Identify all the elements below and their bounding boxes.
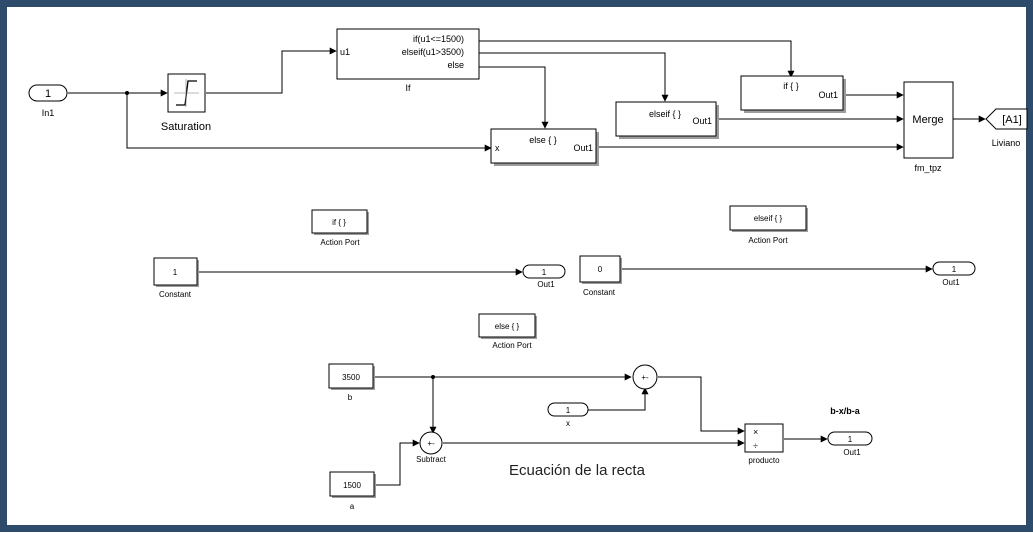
subtract-name: Subtract bbox=[416, 455, 447, 464]
if-action-out-label: Out1 bbox=[818, 90, 838, 100]
else-action-out-label: Out1 bbox=[573, 143, 593, 153]
wire-if-to-if-action bbox=[479, 40, 795, 78]
elseif-constant-name: Constant bbox=[583, 288, 616, 297]
wire-saturation-if bbox=[206, 47, 337, 94]
if-constant-name: Constant bbox=[159, 290, 192, 299]
else-action-port-block[interactable]: else { } Action Port bbox=[478, 313, 537, 350]
if-action-subsystem[interactable]: if { } Out1 bbox=[740, 75, 846, 113]
if-block[interactable]: u1 if(u1<=1500) elseif(u1>3500) else If bbox=[336, 28, 480, 93]
in-x-number: 1 bbox=[566, 406, 571, 415]
if-out1-port[interactable]: 1 Out1 bbox=[522, 264, 566, 289]
elseif-action-port-label: elseif { } bbox=[649, 109, 681, 119]
product-name: producto bbox=[748, 456, 780, 465]
wire-else-to-else-action bbox=[479, 66, 549, 129]
sum-top-block[interactable]: +- bbox=[632, 364, 658, 390]
saturation-axes-icon bbox=[174, 79, 199, 107]
elseif-constant-block[interactable]: 0 Constant bbox=[579, 255, 622, 297]
elseif-action-port-text: elseif { } bbox=[754, 214, 783, 223]
const-a-block[interactable]: 1500 a bbox=[329, 471, 376, 511]
sum-top-signs: +- bbox=[641, 373, 649, 382]
goto-tag-label: [A1] bbox=[1002, 114, 1022, 126]
simulink-canvas: 1 In1 Saturation u1 if(u1<=1500) elseif(… bbox=[28, 28, 1028, 511]
equation-caption: Ecuación de la recta bbox=[509, 462, 646, 479]
elseif-action-port-block[interactable]: elseif { } Action Port bbox=[729, 205, 808, 245]
elseif-constant-value: 0 bbox=[598, 265, 603, 274]
saturation-block[interactable]: Saturation bbox=[161, 73, 211, 133]
in1-port-name: In1 bbox=[42, 108, 55, 118]
const-b-name: b bbox=[348, 393, 353, 402]
if-out1-name: Out1 bbox=[537, 280, 555, 289]
elseif-out1-number: 1 bbox=[952, 265, 957, 274]
goto-tag-name: Liviano bbox=[992, 138, 1021, 148]
const-a-value: 1500 bbox=[343, 481, 361, 490]
else-out1-port[interactable]: 1 Out1 bbox=[827, 431, 873, 457]
elseif-out1-port[interactable]: 1 Out1 bbox=[932, 261, 976, 287]
if-constant-value: 1 bbox=[173, 268, 178, 277]
if-block-cond3: else bbox=[447, 60, 464, 70]
merge-name: fm_tpz bbox=[914, 163, 942, 173]
top-wires bbox=[68, 40, 986, 152]
if-action-port-block[interactable]: if { } Action Port bbox=[311, 209, 369, 247]
else-action-subsystem[interactable]: x else { } Out1 bbox=[490, 128, 599, 166]
in-x-name: x bbox=[566, 419, 570, 428]
subtract-signs: +- bbox=[427, 439, 435, 448]
wire-sumtop-product bbox=[658, 376, 745, 435]
in1-port-number: 1 bbox=[45, 88, 51, 100]
else-wires bbox=[373, 373, 828, 486]
if-constant-block[interactable]: 1 Constant bbox=[153, 257, 199, 299]
const-a-name: a bbox=[350, 502, 355, 511]
const-b-block[interactable]: 3500 b bbox=[328, 363, 375, 402]
wire-x-sumtop bbox=[587, 387, 649, 411]
else-action-port-label: else { } bbox=[529, 135, 557, 145]
merge-block[interactable]: Merge fm_tpz bbox=[903, 81, 954, 173]
wire-in1-else-x bbox=[126, 93, 492, 152]
else-action-input-label: x bbox=[495, 143, 500, 153]
if-action-port-label: if { } bbox=[783, 81, 799, 91]
const-b-value: 3500 bbox=[342, 373, 360, 382]
merge-label: Merge bbox=[912, 114, 943, 126]
in-x-port[interactable]: 1 x bbox=[547, 402, 589, 428]
else-out1-name: Out1 bbox=[843, 448, 861, 457]
if-out1-number: 1 bbox=[542, 268, 547, 277]
branch-point-in1 bbox=[125, 91, 129, 95]
formula-label: b-x/b-a bbox=[830, 406, 860, 416]
elseif-out1-name: Out1 bbox=[942, 278, 960, 287]
saturation-name: Saturation bbox=[161, 121, 211, 133]
elseif-action-port-name: Action Port bbox=[748, 236, 788, 245]
elseif-action-subsystem[interactable]: elseif { } Out1 bbox=[615, 101, 719, 139]
else-action-port-name: Action Port bbox=[492, 341, 532, 350]
in1-port[interactable]: 1 In1 bbox=[28, 84, 68, 118]
goto-tag[interactable]: [A1] Liviano bbox=[985, 108, 1028, 148]
elseif-action-out-label: Out1 bbox=[692, 116, 712, 126]
product-divide-icon: ÷ bbox=[753, 441, 758, 451]
if-block-input-label: u1 bbox=[340, 47, 350, 57]
branch-point bbox=[431, 375, 435, 379]
wire-a-subtract bbox=[376, 439, 420, 486]
wire-elseif-to-elseif-action bbox=[479, 52, 669, 102]
if-block-cond2: elseif(u1>3500) bbox=[402, 47, 464, 57]
if-action-port-name: Action Port bbox=[320, 238, 360, 247]
if-block-name: If bbox=[405, 83, 411, 93]
if-block-cond1: if(u1<=1500) bbox=[413, 34, 464, 44]
product-block[interactable]: × ÷ producto bbox=[744, 423, 784, 465]
product-multiply-icon: × bbox=[753, 427, 758, 437]
subtract-block[interactable]: +- Subtract bbox=[416, 431, 447, 464]
if-action-port-text: if { } bbox=[332, 218, 346, 227]
else-out1-number: 1 bbox=[848, 435, 853, 444]
else-action-port-text: else { } bbox=[495, 322, 520, 331]
